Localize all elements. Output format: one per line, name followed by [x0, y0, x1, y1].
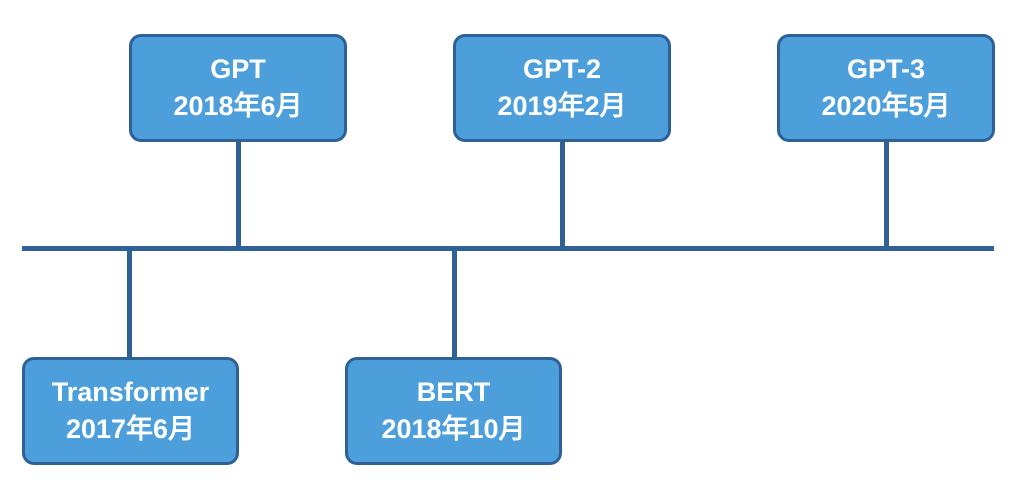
event-bert: BERT 2018年10月 [345, 357, 562, 465]
event-name: GPT-2 [522, 54, 602, 84]
event-name: Transformer [51, 377, 210, 407]
event-name: BERT [416, 377, 491, 407]
connector-gpt-3 [884, 142, 889, 246]
event-gpt-3: GPT-3 2020年5月 [777, 34, 995, 142]
event-date: 2018年6月 [173, 91, 303, 121]
connector-transformer [127, 251, 132, 358]
connector-bert [452, 251, 457, 358]
event-date: 2018年10月 [381, 414, 526, 444]
timeline-axis [22, 246, 994, 251]
connector-gpt-2 [560, 142, 565, 246]
event-gpt-2: GPT-2 2019年2月 [453, 34, 671, 142]
event-gpt: GPT 2018年6月 [129, 34, 347, 142]
event-transformer: Transformer 2017年6月 [22, 357, 239, 465]
event-date: 2019年2月 [497, 91, 627, 121]
event-name: GPT [210, 54, 266, 84]
connector-gpt [236, 142, 241, 246]
event-name: GPT-3 [846, 54, 926, 84]
event-date: 2017年6月 [65, 414, 196, 444]
event-date: 2020年5月 [821, 91, 951, 121]
